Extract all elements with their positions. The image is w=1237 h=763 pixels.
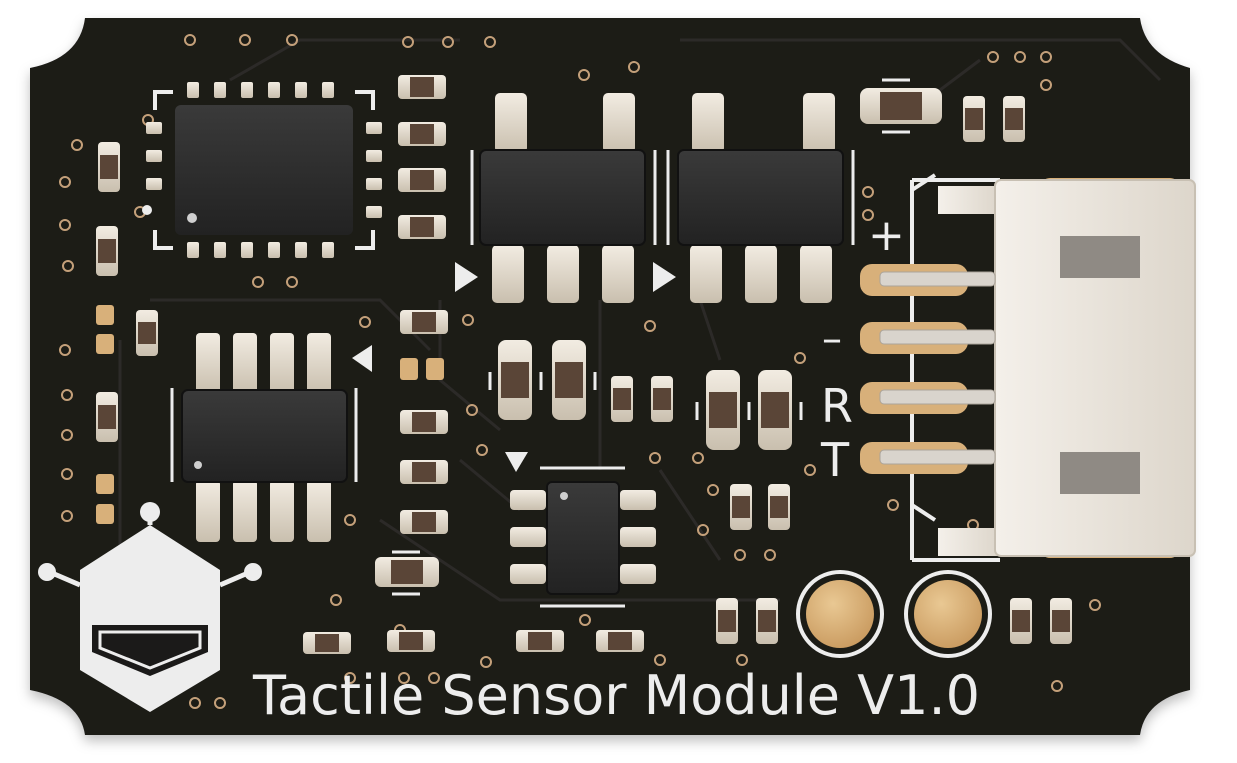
robot-hexagon-logo-icon [38, 502, 262, 712]
small-soic8-chip [505, 452, 656, 608]
qfn-chip [142, 82, 382, 258]
board-title: Tactile Sensor Module V1.0 [252, 664, 980, 727]
pin-label-plus: + [868, 210, 905, 261]
pin-label-minus: – [822, 316, 842, 362]
sot23-left [455, 93, 657, 303]
smd-resistors-horizontal [303, 75, 942, 654]
sot23-right [653, 93, 855, 303]
pin-label-r: R [821, 379, 853, 433]
capacitors [488, 340, 803, 450]
test-pads [796, 570, 992, 658]
pin-label-t: T [820, 433, 850, 487]
soic8-chip [170, 333, 372, 542]
smd-resistors-vertical [96, 96, 1072, 644]
jst-connector [860, 173, 1196, 562]
pcb-vias [59, 34, 1101, 709]
gold-pads-small [96, 305, 444, 524]
